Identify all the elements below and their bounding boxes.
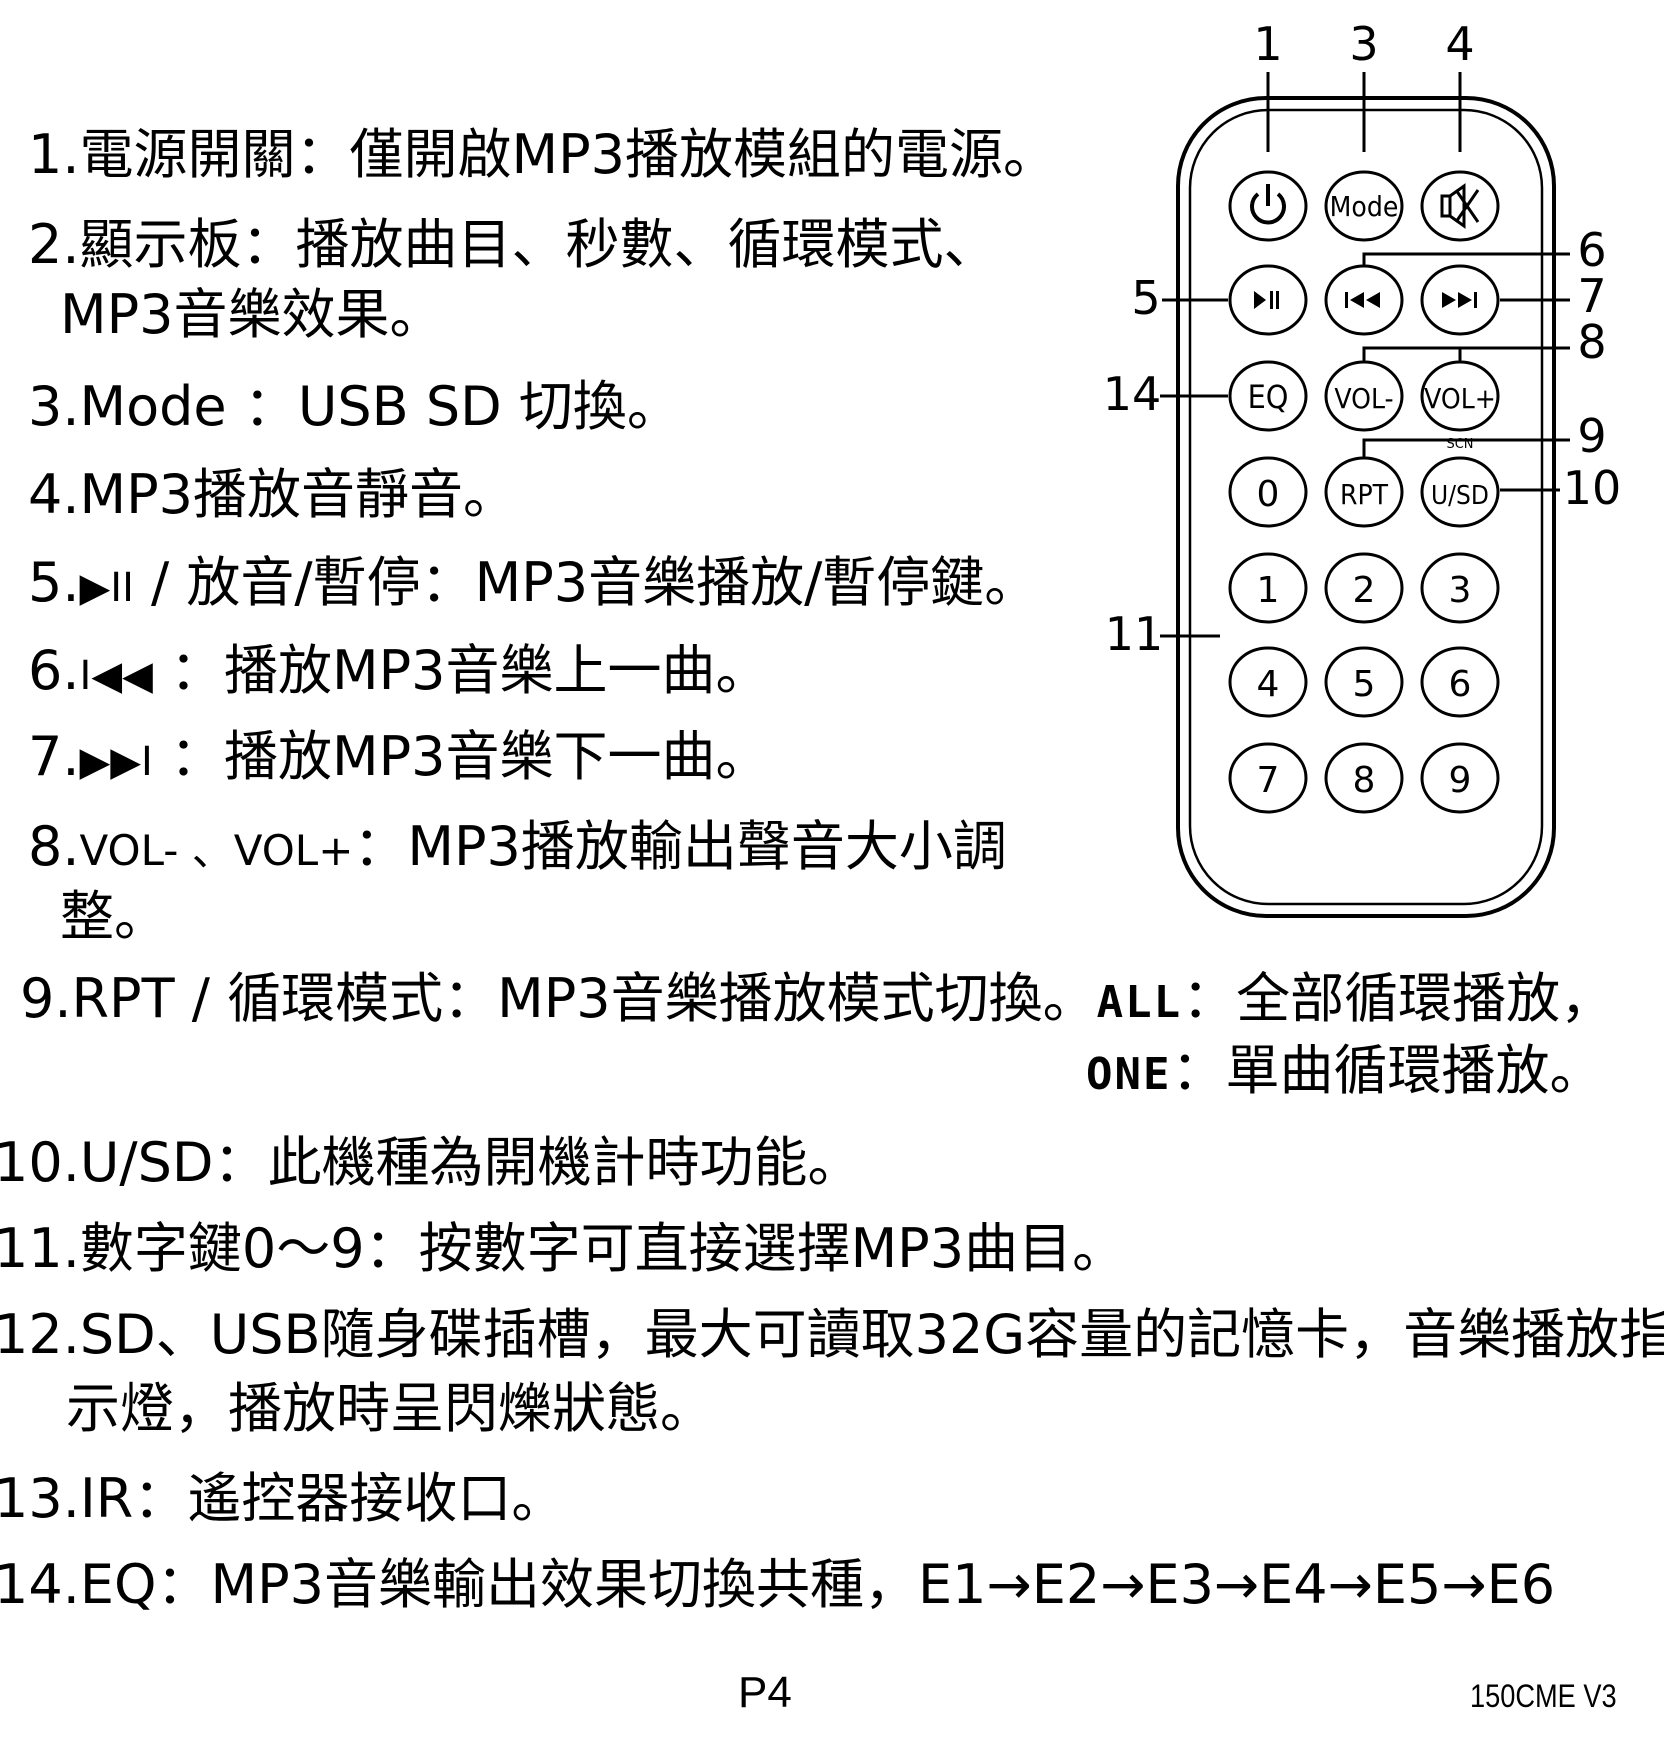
item-6-text: ：播放MP3音樂上一曲。	[152, 639, 770, 702]
svg-text:2: 2	[1353, 570, 1376, 611]
callout-5: 5	[1131, 271, 1160, 325]
remote-body-inner	[1188, 108, 1544, 906]
item-5: 5.▶II / 放音/暫停：MP3音樂播放/暫停鍵。	[28, 556, 1038, 610]
item-8-line1: 8.VOL- 、VOL+：MP3播放輸出聲音大小調	[28, 820, 1007, 874]
mode-button: Mode	[1324, 170, 1404, 242]
item-2-line1: 2.顯示板：播放曲目、秒數、循環模式、	[28, 213, 998, 276]
callout-9: 9	[1577, 409, 1606, 463]
number-button-8: 8	[1324, 742, 1404, 814]
svg-text:3: 3	[1449, 570, 1472, 611]
item-9-text: 9.RPT / 循環模式：MP3音樂播放模式切換。	[20, 967, 1097, 1030]
item-7: 7.▶▶I ：播放MP3音樂下一曲。	[28, 730, 770, 784]
number-button-4: 4	[1228, 646, 1308, 718]
callout-1: 1	[1253, 20, 1282, 71]
model-number: 150CME V3	[1470, 1678, 1617, 1714]
item-5-number: 5.	[28, 551, 80, 614]
svg-text:6: 6	[1449, 664, 1472, 705]
item-9-line1: 9.RPT / 循環模式：MP3音樂播放模式切換。ALL：全部循環播放，	[20, 972, 1614, 1026]
svg-text:4: 4	[1257, 664, 1280, 705]
callout-8: 8	[1577, 315, 1606, 369]
number-button-9: 9	[1420, 742, 1500, 814]
svg-text:0: 0	[1257, 474, 1280, 515]
eq-button: EQ	[1228, 360, 1308, 432]
item-1: 1.電源開關：僅開啟MP3播放模組的電源。	[28, 123, 1058, 186]
number-button-5: 5	[1324, 646, 1404, 718]
svg-text:U/SD: U/SD	[1431, 481, 1489, 511]
mute-button	[1420, 170, 1500, 242]
item-8-line2: 整。	[60, 885, 168, 948]
item-13: 13.IR：遙控器接收口。	[0, 1467, 566, 1530]
item-5-text: / 放音/暫停：MP3音樂播放/暫停鍵。	[133, 551, 1039, 614]
item-6-number: 6.	[28, 639, 80, 702]
svg-text:VOL+: VOL+	[1424, 382, 1496, 415]
callout-4: 4	[1445, 20, 1474, 71]
play-pause-icon	[1254, 291, 1279, 309]
zero-button: 0	[1228, 456, 1308, 528]
callout-14: 14	[1103, 367, 1162, 421]
item-6: 6.I◀◀ ：播放MP3音樂上一曲。	[28, 644, 770, 698]
svg-text:VOL-: VOL-	[1334, 382, 1393, 415]
svg-text:8: 8	[1353, 760, 1376, 801]
all-display-code: ALL	[1096, 977, 1183, 1028]
previous-icon: I◀◀	[79, 653, 153, 699]
previous-button	[1324, 264, 1404, 336]
callout-7: 7	[1577, 269, 1606, 323]
mute-icon	[1440, 183, 1480, 229]
number-button-6: 6	[1420, 646, 1500, 718]
item-12-line2: 示燈，播放時呈閃爍狀態。	[66, 1377, 714, 1440]
callout-3: 3	[1349, 20, 1378, 71]
remote-body-outer	[1176, 96, 1556, 918]
item-3: 3.Mode ：USB SD 切換。	[28, 375, 681, 438]
item-8-number: 8.	[28, 815, 80, 878]
next-icon: ▶▶I	[79, 739, 153, 785]
item-9-all-text: ：全部循環播放，	[1182, 967, 1615, 1030]
item-7-text: ：播放MP3音樂下一曲。	[152, 725, 770, 788]
item-10: 10.U/SD：此機種為開機計時功能。	[0, 1131, 862, 1194]
number-button-3: 3	[1420, 552, 1500, 624]
item-14: 14.EQ：MP3音樂輸出效果切換共種，E1→E2→E3→E4→E5→E6	[0, 1553, 1556, 1616]
vol-minus-button: VOL-	[1324, 360, 1404, 432]
svg-text:1: 1	[1257, 570, 1280, 611]
power-button	[1228, 170, 1308, 242]
item-2-line2: MP3音樂效果。	[60, 283, 444, 346]
play-pause-button	[1228, 264, 1308, 336]
callout-10: 10	[1563, 461, 1622, 515]
item-9-one-text: ：單曲循環播放。	[1171, 1039, 1604, 1102]
svg-text:5: 5	[1353, 664, 1376, 705]
play-pause-icon: ▶II	[79, 565, 134, 611]
callout-6: 6	[1577, 223, 1606, 277]
next-icon	[1442, 292, 1477, 308]
vol-plus-button: VOL+	[1420, 360, 1500, 432]
one-display-code: ONE	[1086, 1049, 1172, 1100]
svg-text:RPT: RPT	[1340, 478, 1389, 511]
number-button-1: 1	[1228, 552, 1308, 624]
number-button-7: 7	[1228, 742, 1308, 814]
rpt-button: RPT	[1324, 456, 1404, 528]
next-button	[1420, 264, 1500, 336]
item-8-vol-keys: VOL- 、VOL+	[79, 826, 354, 875]
item-9-line2: ONE：單曲循環播放。	[1086, 1044, 1603, 1098]
callout-11: 11	[1105, 607, 1164, 661]
previous-icon	[1345, 292, 1380, 308]
svg-text:9: 9	[1449, 760, 1472, 801]
item-12-line1: 12.SD、USB隨身碟插槽，最大可讀取32G容量的記憶卡，音樂播放指	[0, 1303, 1664, 1366]
page-number: P4	[738, 1668, 792, 1717]
item-11: 11.數字鍵0～9：按數字可直接選擇MP3曲目。	[0, 1217, 1127, 1280]
svg-text:EQ: EQ	[1248, 378, 1289, 416]
svg-text:7: 7	[1257, 760, 1280, 801]
item-7-number: 7.	[28, 725, 80, 788]
usd-button: U/SD	[1420, 456, 1500, 528]
remote-control-diagram: 1 3 4 Mode 5	[1100, 17, 1660, 920]
power-icon	[1250, 192, 1286, 225]
item-4: 4.MP3播放音靜音。	[28, 463, 518, 526]
item-8-text: ：MP3播放輸出聲音大小調	[353, 815, 1007, 878]
number-button-2: 2	[1324, 552, 1404, 624]
svg-text:Mode: Mode	[1330, 190, 1399, 223]
